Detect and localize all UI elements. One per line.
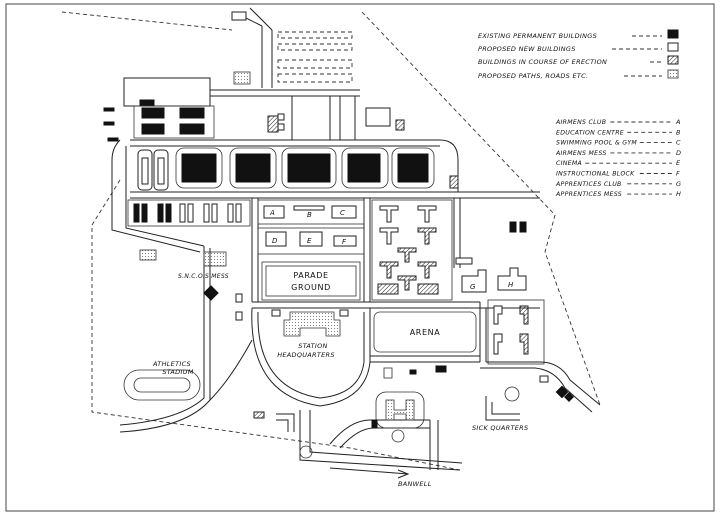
site-boundary [61, 11, 601, 471]
key-item-name: EDUCATION CENTRE [556, 129, 624, 136]
northwest-building-complex [103, 77, 285, 142]
key-item-name: AIRMENS MESS [555, 150, 607, 157]
legend-label-existing: EXISTING PERMANENT BUILDINGS [478, 32, 597, 40]
parade-ground: PARADE GROUND [261, 261, 361, 301]
lettered-buildings: A B C D E F [257, 199, 365, 255]
hut-row [127, 199, 251, 227]
key-item-letter: B [676, 128, 681, 136]
key-item-name: APPRENTICES MESS [555, 191, 622, 198]
key-item-letter: A [675, 118, 681, 126]
building-f [333, 235, 357, 247]
sncos-mess: S.N.C.O.S MESS [139, 249, 243, 321]
north-proposed-blocks [231, 11, 405, 131]
sick-quarters: SICK QUARTERS [371, 365, 574, 443]
legend-swatch-proposed [667, 42, 679, 52]
t-shaped-blocks [371, 199, 453, 301]
station-headquarters: STATION HEADQUARTERS [271, 309, 349, 359]
key-item-name: CINEMA [556, 160, 582, 167]
banwell-road: BANWELL [329, 467, 432, 488]
road-network [111, 7, 601, 471]
building-c [331, 205, 357, 219]
building-d [265, 231, 287, 247]
key-item-letter: F [676, 170, 680, 178]
key-item-letter: D [676, 149, 681, 157]
parade-ground-label-1: PARADE [293, 271, 328, 280]
building-h [497, 267, 527, 291]
letter-e: E [307, 237, 312, 245]
legend-label-proposed: PROPOSED NEW BUILDINGS [478, 45, 576, 53]
arena: ARENA [373, 311, 477, 353]
key-item-letter: H [676, 190, 681, 198]
east-blocks [487, 299, 545, 365]
page-border [5, 3, 715, 512]
key-item-name: APPRENTICES CLUB [555, 181, 622, 188]
letter-c: C [340, 209, 345, 217]
letter-b: B [307, 211, 312, 219]
main-barrack-blocks [137, 147, 459, 191]
key-item-name: AIRMENS CLUB [555, 119, 606, 126]
key-item-letter: E [676, 159, 681, 167]
legend-label-erection: BUILDINGS IN COURSE OF ERECTION [478, 58, 607, 66]
key-item-name: INSTRUCTIONAL BLOCK [556, 171, 635, 178]
key-item-letter: G [676, 180, 681, 188]
legend-label-paths: PROPOSED PATHS, ROADS ETC. [478, 72, 588, 80]
building-g [461, 269, 487, 293]
apprentices-buildings: G H [455, 221, 527, 293]
letter-d: D [272, 237, 278, 245]
key-item-letter: C [676, 139, 681, 147]
letter-h: H [508, 281, 514, 289]
sncos-mess-label: S.N.C.O.S MESS [178, 273, 229, 280]
legend-swatch-erection [667, 55, 679, 65]
station-hq-label-2: HEADQUARTERS [277, 351, 335, 359]
legend-swatch-paths [667, 69, 679, 79]
station-hq-label-1: STATION [298, 342, 327, 350]
arena-label: ARENA [410, 328, 441, 337]
legend-swatch-existing [667, 29, 679, 39]
athletics-stadium: ATHLETICS STADIUM [123, 360, 313, 459]
letter-g: G [470, 283, 476, 291]
building-e [299, 231, 323, 247]
key-item-name: SWIMMING POOL & GYM [556, 140, 637, 147]
building-a [263, 205, 285, 219]
athletics-label-1: ATHLETICS [152, 360, 191, 368]
athletics-label-2: STADIUM [162, 368, 193, 376]
legend: EXISTING PERMANENT BUILDINGS PROPOSED NE… [478, 29, 679, 80]
building-b [293, 205, 325, 211]
parade-ground-label-2: GROUND [291, 283, 331, 292]
letter-a: A [269, 209, 275, 217]
building-key: AIRMENS CLUB A EDUCATION CENTRE B SWIMMING P… [555, 118, 681, 198]
letter-f: F [342, 238, 347, 246]
sick-quarters-label: SICK QUARTERS [472, 424, 528, 432]
banwell-label: BANWELL [398, 480, 432, 488]
